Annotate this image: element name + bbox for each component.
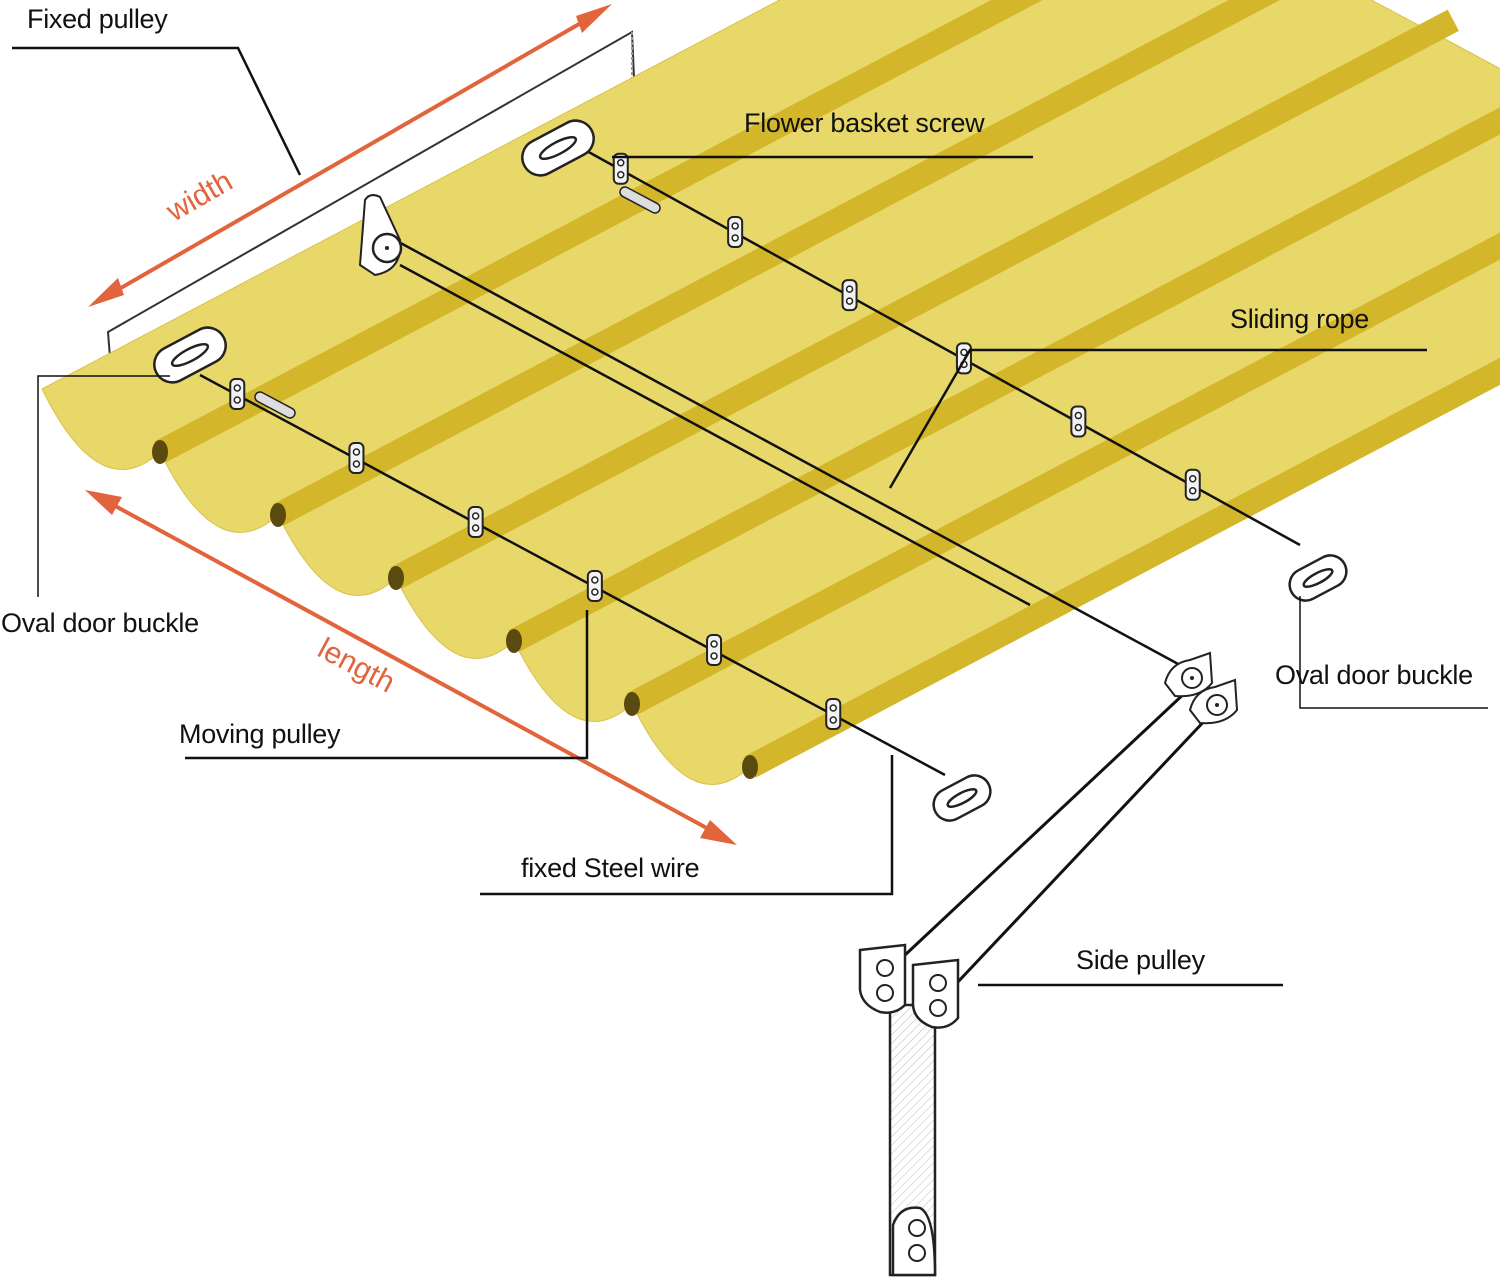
moving-pulley-icon bbox=[1070, 405, 1087, 438]
turnbuckle-icon bbox=[619, 186, 661, 214]
moving-pulley-icon bbox=[467, 506, 484, 538]
leader-oval-door-buckle-right bbox=[1299, 596, 1488, 709]
side-pulley-icon bbox=[858, 943, 907, 1014]
fabric-panels bbox=[41, 0, 1500, 785]
support-post bbox=[858, 943, 960, 1277]
label-oval-door-buckle-left: Oval door buckle bbox=[1, 608, 199, 638]
label-oval-door-buckle-right: Oval door buckle bbox=[1275, 660, 1473, 690]
steel-wires bbox=[199, 148, 1301, 777]
side-pulley-arm bbox=[903, 688, 1212, 987]
support-rod bbox=[626, 232, 1500, 715]
sliding-rope-b bbox=[399, 263, 1031, 607]
moving-pulley-icon bbox=[1184, 468, 1201, 501]
rod-end-cap bbox=[388, 566, 404, 590]
moving-pulley-icon bbox=[727, 215, 744, 248]
fixed-steel-wire-right bbox=[584, 148, 1301, 547]
side-pulley-icon bbox=[1163, 651, 1214, 698]
support-rod bbox=[154, 0, 1043, 463]
label-fixed-steel-wire: fixed Steel wire bbox=[521, 853, 700, 883]
moving-pulley-icon bbox=[229, 378, 246, 410]
label-side-pulley: Side pulley bbox=[1076, 945, 1205, 975]
moving-pulley-icon bbox=[706, 634, 723, 666]
leader-moving-pulley bbox=[185, 610, 589, 760]
moving-pulley-icon bbox=[348, 442, 365, 474]
leader-fixed-pulley bbox=[12, 46, 302, 176]
oval-door-buckle-icon bbox=[521, 119, 595, 177]
label-flower-basket-screw: Flower basket screw bbox=[744, 108, 985, 138]
width-dimension-arrow bbox=[88, 4, 612, 307]
label-sliding-rope: Sliding rope bbox=[1230, 304, 1369, 334]
rod-end-cap bbox=[506, 629, 522, 653]
oval-door-buckle-icon bbox=[932, 774, 992, 822]
post-bracket-icon bbox=[891, 1206, 937, 1277]
oval-door-buckle-icon bbox=[153, 326, 227, 384]
support-rod bbox=[390, 9, 1459, 589]
rod-end-cap bbox=[742, 755, 758, 779]
label-fixed-pulley: Fixed pulley bbox=[27, 4, 168, 34]
leader-fixed-steel-wire bbox=[480, 755, 894, 896]
fixed-pulley-icon bbox=[358, 194, 403, 277]
length-dimension-arrow bbox=[85, 490, 737, 845]
leader-oval-door-buckle-left bbox=[37, 375, 170, 597]
label-moving-pulley: Moving pulley bbox=[179, 719, 341, 749]
leader-sliding-rope bbox=[888, 348, 1427, 489]
rod-end-cap bbox=[624, 692, 640, 716]
leader-lines bbox=[12, 46, 1488, 987]
oval-door-buckle-icon bbox=[1288, 554, 1348, 602]
support-rod bbox=[272, 0, 1280, 526]
moving-pulleys bbox=[229, 152, 1201, 730]
moving-pulley-icon bbox=[825, 698, 842, 730]
side-pulley-icon bbox=[911, 958, 960, 1029]
rod-end-cap bbox=[152, 440, 168, 464]
fixed-steel-wire-left bbox=[199, 373, 946, 777]
turnbuckle-icon bbox=[254, 391, 296, 419]
moving-pulley-icon bbox=[841, 279, 858, 312]
moving-pulley-icon bbox=[586, 570, 603, 602]
sliding-rope-a bbox=[394, 238, 1181, 667]
support-rod bbox=[744, 357, 1500, 778]
rod-end-cap bbox=[270, 503, 286, 527]
moving-pulley-icon bbox=[612, 152, 629, 185]
side-pulley-icon bbox=[1188, 678, 1239, 725]
support-rod bbox=[508, 107, 1500, 652]
